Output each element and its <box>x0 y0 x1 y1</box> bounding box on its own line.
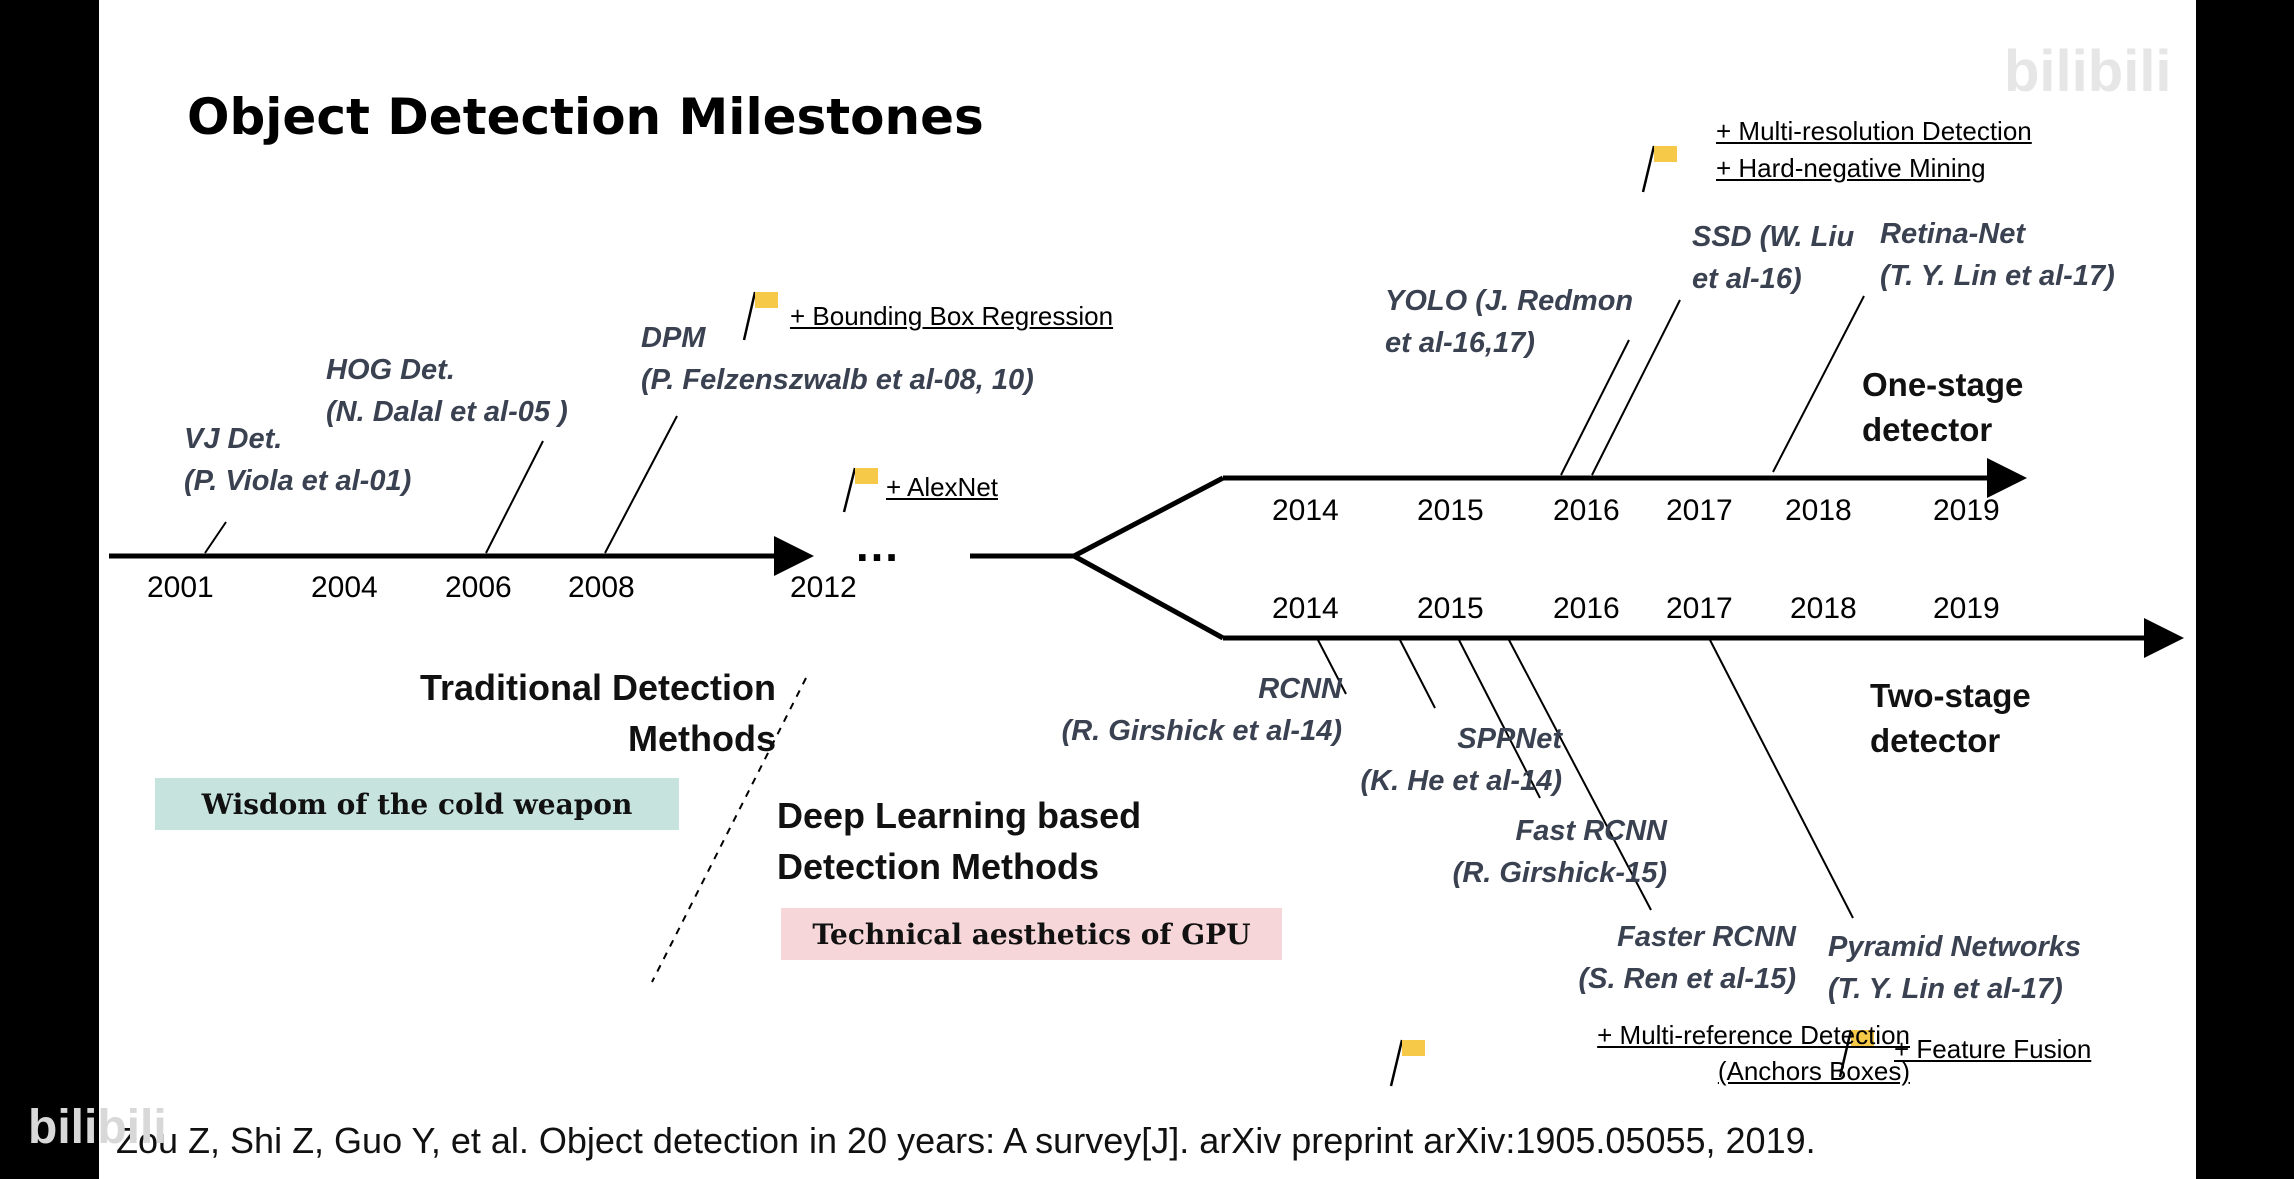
faster-rcnn-leader <box>1508 639 1652 911</box>
detector-authors: (T. Y. Lin et al-17) <box>1880 260 2115 292</box>
sppnet-leader <box>1399 639 1436 709</box>
year-label: 2019 <box>1933 494 2000 527</box>
detector-retina-net: Retina-Net (T. Y. Lin et al-17) <box>1880 213 2115 297</box>
era-divider-dashed <box>651 677 807 983</box>
detector-pyramid-networks: Pyramid Networks (T. Y. Lin et al-17) <box>1828 926 2081 1010</box>
note-alexnet: + AlexNet <box>886 472 999 502</box>
year-label: 2008 <box>568 571 635 604</box>
timeline-graphics <box>109 145 2184 1087</box>
year-label: 2015 <box>1417 494 1484 527</box>
year-label: 2017 <box>1666 592 1733 625</box>
section-traditional: Traditional Detection Methods <box>299 662 776 764</box>
detector-name: HOG Det. <box>326 354 455 386</box>
note-feature-fusion: + Feature Fusion <box>1894 1034 2092 1064</box>
year-label: 2016 <box>1553 592 1620 625</box>
detector-yolo: YOLO (J. Redmon et al-16,17) <box>1385 280 1633 364</box>
flag-icon-multi-res <box>1641 145 1677 193</box>
year-label: 2014 <box>1272 494 1339 527</box>
detector-faster-rcnn: Faster RCNN (S. Ren et al-15) <box>1412 916 1796 1000</box>
yolo-leader <box>1560 339 1630 476</box>
section-title-line: Traditional Detection <box>419 667 776 708</box>
detector-authors: et al-16) <box>1692 263 1802 295</box>
year-label: 2016 <box>1553 494 1620 527</box>
year-label: 2004 <box>311 571 378 604</box>
note-multi-reference: + Multi-reference Detection (Anchors Box… <box>1429 1017 1910 1089</box>
year-label: 2014 <box>1272 592 1339 625</box>
flag-icon-bbox <box>742 291 778 341</box>
vj-det-leader <box>204 521 227 554</box>
fast-rcnn-leader <box>1458 639 1541 799</box>
detector-name: Fast RCNN <box>1515 815 1667 847</box>
detector-name: RCNN <box>1258 673 1342 705</box>
label-one-stage: One-stage detector <box>1862 362 2023 452</box>
section-deep-learning: Deep Learning based Detection Methods <box>777 790 1141 892</box>
flag-icon-alexnet <box>842 467 878 513</box>
detector-name: VJ Det. <box>184 423 283 455</box>
slide: Object Detection Milestones bilibili 200… <box>99 0 2196 1179</box>
section-title-line: Methods <box>628 718 776 759</box>
detector-authors: et al-16,17) <box>1385 327 1535 359</box>
label-two-stage: Two-stage detector <box>1870 673 2031 763</box>
detector-ssd: SSD (W. Liu et al-16) <box>1692 216 1854 300</box>
citation-reference: Zou Z, Shi Z, Guo Y, et al. Object detec… <box>116 1120 1816 1161</box>
flag-icon-multi-ref <box>1389 1039 1425 1087</box>
detector-rcnn: RCNN (R. Girshick et al-14) <box>1024 668 1342 752</box>
note-line: + Multi-reference Detection <box>1597 1020 1910 1050</box>
ellipsis: … <box>854 519 900 571</box>
detector-authors: (P. Viola et al-01) <box>184 465 412 497</box>
fork-upper-branch <box>1072 475 1225 559</box>
detector-name: YOLO (J. Redmon <box>1385 285 1634 317</box>
detector-hog: HOG Det. (N. Dalal et al-05 ) <box>326 349 568 433</box>
bilibili-overlay-logo: bilibili <box>28 1101 167 1154</box>
band-cold-weapon: Wisdom of the cold weapon <box>155 778 679 830</box>
detector-authors: (R. Girshick-15) <box>1452 857 1667 889</box>
detector-authors: (K. He et al-14) <box>1360 765 1562 797</box>
detector-name: SPPNet <box>1457 723 1562 755</box>
detector-name: Pyramid Networks <box>1828 931 2082 963</box>
year-label: 2018 <box>1790 592 1857 625</box>
detector-sppnet: SPPNet (K. He et al-14) <box>1250 718 1562 802</box>
hog-det-leader <box>485 440 544 554</box>
ssd-leader <box>1591 299 1681 476</box>
detector-type-line: detector <box>1870 722 2001 759</box>
note-bbox-regression: + Bounding Box Regression <box>790 301 1114 331</box>
flag-icon-feature-fusion <box>1838 1029 1874 1078</box>
detector-dpm: DPM (P. Felzenszwalb et al-08, 10) <box>641 317 1034 401</box>
detector-authors: (S. Ren et al-15) <box>1578 963 1796 995</box>
year-label: 2018 <box>1785 494 1852 527</box>
detector-name: Retina-Net <box>1880 218 2026 250</box>
fork-lower-branch <box>1072 553 1225 641</box>
year-label: 2015 <box>1417 592 1484 625</box>
section-title-line: Detection Methods <box>777 846 1100 887</box>
year-label: 2001 <box>147 571 214 604</box>
year-label: 2019 <box>1933 592 2000 625</box>
section-title-line: Deep Learning based <box>777 795 1142 836</box>
retina-net-leader <box>1772 295 1865 473</box>
detector-fast-rcnn: Fast RCNN (R. Girshick-15) <box>1330 810 1667 894</box>
detector-type-line: detector <box>1862 411 1993 448</box>
bilibili-watermark: bilibili <box>2004 39 2172 104</box>
note-hard-negative: + Hard-negative Mining <box>1716 153 1986 183</box>
detector-vj: VJ Det. (P. Viola et al-01) <box>184 418 411 502</box>
detector-name: SSD (W. Liu <box>1692 221 1855 253</box>
year-label: 2017 <box>1666 494 1733 527</box>
detector-type-line: Two-stage <box>1870 677 2031 714</box>
slide-title: Object Detection Milestones <box>187 88 984 146</box>
detector-authors: (N. Dalal et al-05 ) <box>326 396 568 428</box>
pyramid-networks-leader <box>1709 639 1854 919</box>
note-multi-resolution: + Multi-resolution Detection <box>1716 116 2032 146</box>
year-label: 2006 <box>445 571 512 604</box>
detector-authors: (R. Girshick et al-14) <box>1061 715 1342 747</box>
detector-authors: (T. Y. Lin et al-17) <box>1828 973 2063 1005</box>
rcnn-leader <box>1317 639 1347 695</box>
year-label: 2012 <box>790 571 857 604</box>
detector-name: DPM <box>641 322 706 354</box>
dpm-leader <box>604 415 678 554</box>
band-gpu: Technical aesthetics of GPU <box>781 908 1282 960</box>
detector-authors: (P. Felzenszwalb et al-08, 10) <box>641 364 1034 396</box>
detector-type-line: One-stage <box>1862 366 2024 403</box>
detector-name: Faster RCNN <box>1617 921 1796 953</box>
note-line: (Anchors Boxes) <box>1717 1056 1910 1086</box>
